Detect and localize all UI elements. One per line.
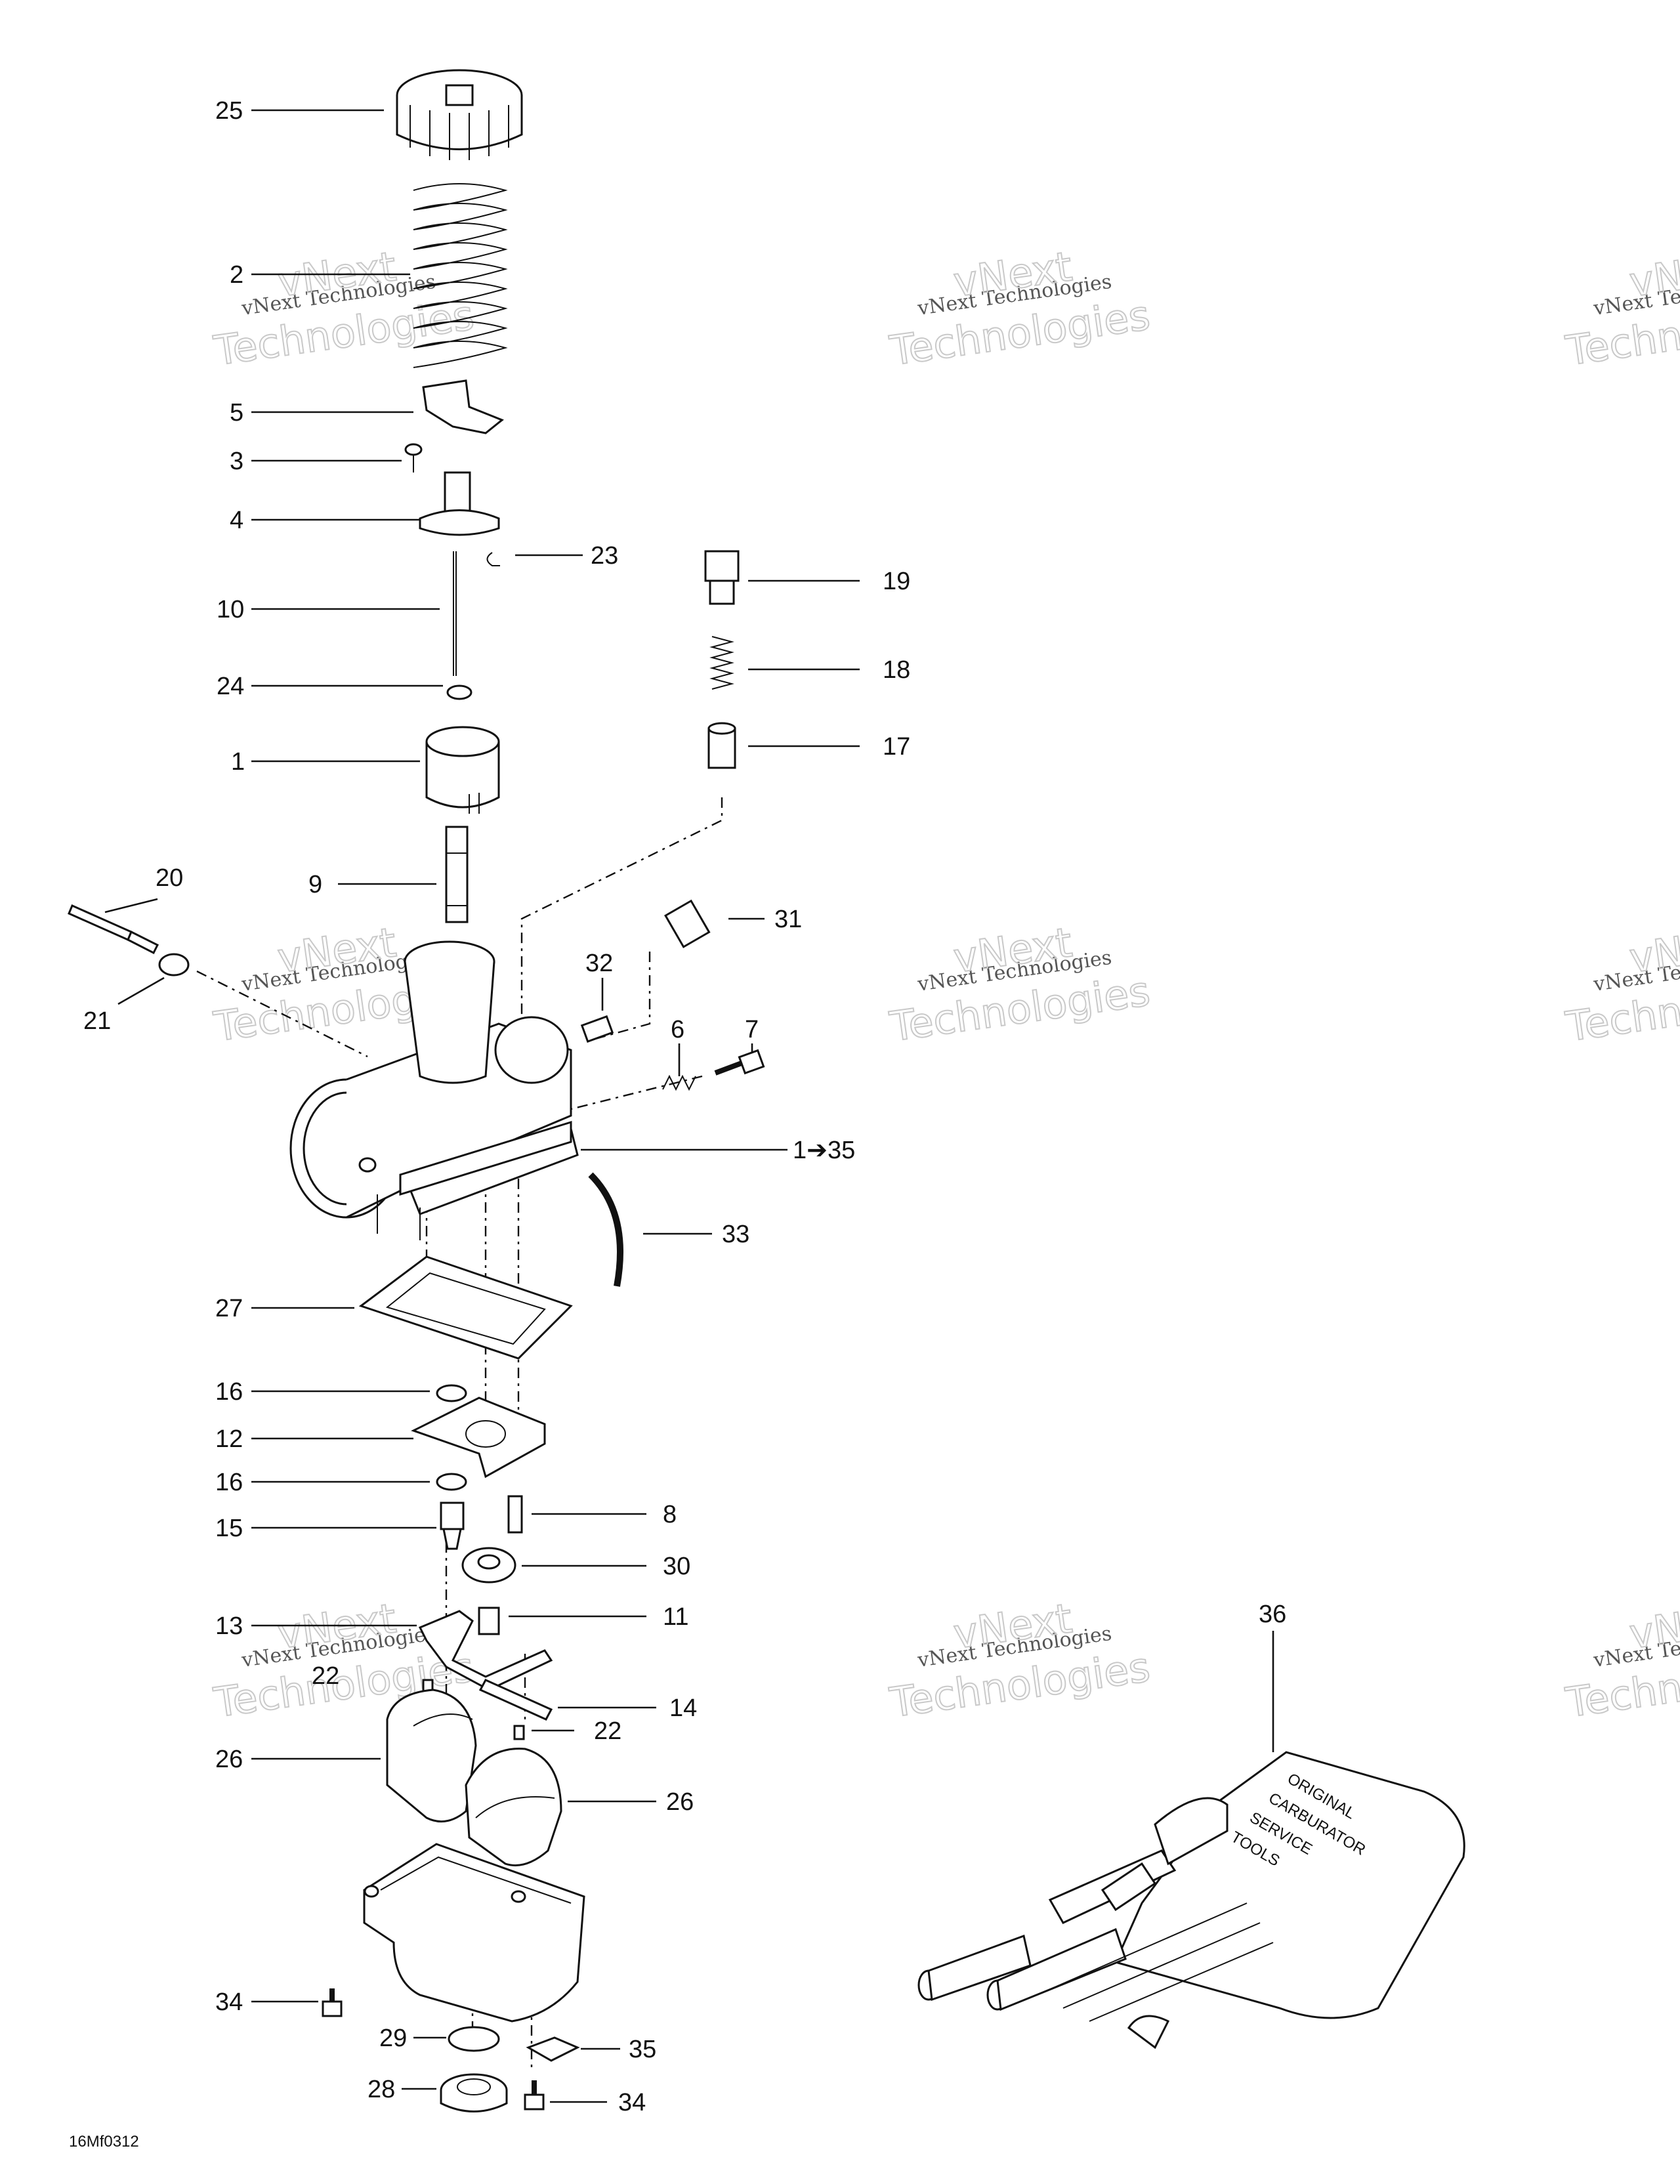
callout-24: 24 bbox=[217, 673, 244, 700]
callout-18: 18 bbox=[883, 656, 910, 684]
part-throttle-slide bbox=[425, 726, 500, 814]
leader-lines bbox=[104, 109, 1274, 2103]
callout-1: 1 bbox=[231, 748, 245, 776]
callout-15: 15 bbox=[215, 1515, 243, 1542]
callout-35: 35 bbox=[629, 2036, 656, 2063]
watermark-tag: vNext bbox=[1627, 242, 1680, 306]
callout-33: 33 bbox=[722, 1221, 749, 1248]
part-retainer-plate bbox=[526, 2036, 580, 2062]
part-cap bbox=[396, 69, 523, 160]
callout-26-left: 26 bbox=[215, 1746, 243, 1773]
part-idle-screw bbox=[68, 904, 159, 955]
callout-16-lower: 16 bbox=[215, 1469, 243, 1496]
part-bowl-screw bbox=[524, 2080, 545, 2110]
callout-34-upper: 34 bbox=[215, 1988, 243, 2016]
callout-2: 2 bbox=[230, 261, 243, 289]
part-o-ring bbox=[436, 1384, 467, 1402]
part-float-pin bbox=[478, 1679, 553, 1721]
callout-20: 20 bbox=[156, 864, 183, 892]
callout-22-upper: 22 bbox=[312, 1662, 339, 1690]
part-spring-small bbox=[709, 636, 734, 690]
callout-17: 17 bbox=[883, 733, 910, 761]
part-needle-valve bbox=[478, 1606, 500, 1635]
part-air-screw-spring bbox=[662, 1074, 696, 1091]
callout-4: 4 bbox=[230, 507, 243, 534]
part-float-arm bbox=[418, 1610, 553, 1691]
part-plunger bbox=[707, 722, 736, 769]
part-fitting bbox=[704, 550, 740, 605]
callout-16-upper: 16 bbox=[215, 1378, 243, 1406]
part-washer bbox=[446, 684, 472, 700]
diagram-code: 16Mf0312 bbox=[69, 2133, 139, 2151]
part-pin bbox=[513, 1725, 525, 1740]
callout-25: 25 bbox=[215, 97, 243, 125]
part-nut bbox=[158, 953, 190, 976]
part-choke-fitting bbox=[580, 1015, 614, 1043]
callout-29: 29 bbox=[379, 2025, 407, 2052]
callout-21: 21 bbox=[83, 1007, 111, 1035]
parts: ORIGINAL CARBURATOR SERVICE TOOLS bbox=[68, 69, 1465, 2112]
part-float-right bbox=[465, 1748, 562, 1866]
part-screw-small bbox=[404, 443, 423, 472]
callout-22-lower: 22 bbox=[594, 1717, 621, 1745]
part-o-ring bbox=[436, 1473, 467, 1491]
part-drain-plug bbox=[440, 2073, 508, 2112]
callout-3: 3 bbox=[230, 448, 243, 475]
watermark-tag: vNext bbox=[1627, 918, 1680, 982]
callout-36: 36 bbox=[1259, 1601, 1286, 1628]
part-main-jet bbox=[440, 1502, 465, 1550]
part-plate bbox=[422, 379, 504, 434]
callout-6: 6 bbox=[671, 1016, 684, 1043]
part-pilot-jet bbox=[507, 1495, 523, 1534]
callout-12: 12 bbox=[215, 1425, 243, 1453]
callout-23: 23 bbox=[591, 542, 618, 570]
part-e-clip bbox=[486, 552, 500, 566]
part-spring bbox=[413, 183, 508, 368]
callout-7: 7 bbox=[745, 1016, 759, 1043]
part-tool-kit: ORIGINAL CARBURATOR SERVICE TOOLS bbox=[917, 1751, 1465, 2049]
callout-11: 11 bbox=[663, 1603, 688, 1631]
callout-19: 19 bbox=[883, 568, 910, 595]
callout-10: 10 bbox=[217, 596, 244, 623]
part-needle-jet bbox=[445, 826, 469, 923]
part-valve-seat bbox=[461, 1547, 516, 1584]
part-jet-plate bbox=[411, 1396, 546, 1479]
callout-32: 32 bbox=[585, 950, 613, 977]
part-carburetor-body bbox=[289, 940, 579, 1240]
part-drain-o-ring bbox=[448, 2026, 500, 2052]
callout-14: 14 bbox=[669, 1694, 697, 1722]
callout-8: 8 bbox=[663, 1501, 677, 1528]
part-air-screw bbox=[714, 1049, 765, 1076]
part-rubber-cap bbox=[664, 899, 711, 948]
callout-9: 9 bbox=[308, 871, 322, 898]
callout-28: 28 bbox=[368, 2076, 395, 2103]
part-float-gasket bbox=[358, 1255, 573, 1360]
callout-30: 30 bbox=[663, 1553, 690, 1580]
callout-31: 31 bbox=[774, 906, 802, 933]
part-float-left bbox=[386, 1689, 477, 1823]
part-needle-holder bbox=[419, 471, 500, 536]
callout-labels: 25 2 5 3 4 23 10 24 1 9 19 18 17 20 21 3… bbox=[83, 97, 1286, 2116]
callout-27: 27 bbox=[215, 1295, 243, 1322]
part-hose bbox=[588, 1172, 623, 1287]
callout-26-right: 26 bbox=[666, 1788, 694, 1816]
part-bowl-screw bbox=[322, 1988, 343, 2017]
callout-13: 13 bbox=[215, 1612, 243, 1640]
watermark-tag: vNext bbox=[1627, 1594, 1680, 1658]
callout-34-lower: 34 bbox=[618, 2089, 646, 2116]
part-float-bowl bbox=[363, 1843, 585, 2023]
callout-5: 5 bbox=[230, 399, 243, 427]
callout-1-to-35: 1➔35 bbox=[793, 1137, 855, 1164]
